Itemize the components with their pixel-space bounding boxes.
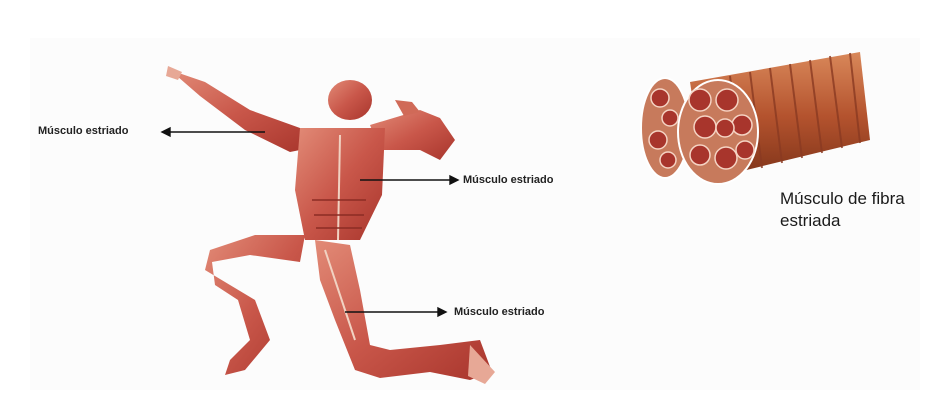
label-arm: Músculo estriado bbox=[38, 125, 129, 137]
arrows bbox=[160, 126, 460, 318]
fiber-bundle bbox=[640, 52, 870, 185]
fiber-caption-line1: Músculo de fibra bbox=[780, 189, 905, 208]
fiber-caption: Músculo de fibra estriada bbox=[780, 188, 905, 232]
label-chest: Músculo estriado bbox=[463, 174, 554, 186]
right-leg bbox=[315, 240, 492, 380]
fiber-caption-line2: estriada bbox=[780, 211, 841, 230]
head bbox=[328, 80, 372, 120]
human-figure bbox=[166, 66, 495, 384]
left-leg bbox=[205, 235, 305, 375]
label-thigh: Músculo estriado bbox=[454, 306, 545, 318]
right-arm bbox=[370, 110, 455, 160]
left-arm bbox=[170, 70, 310, 152]
